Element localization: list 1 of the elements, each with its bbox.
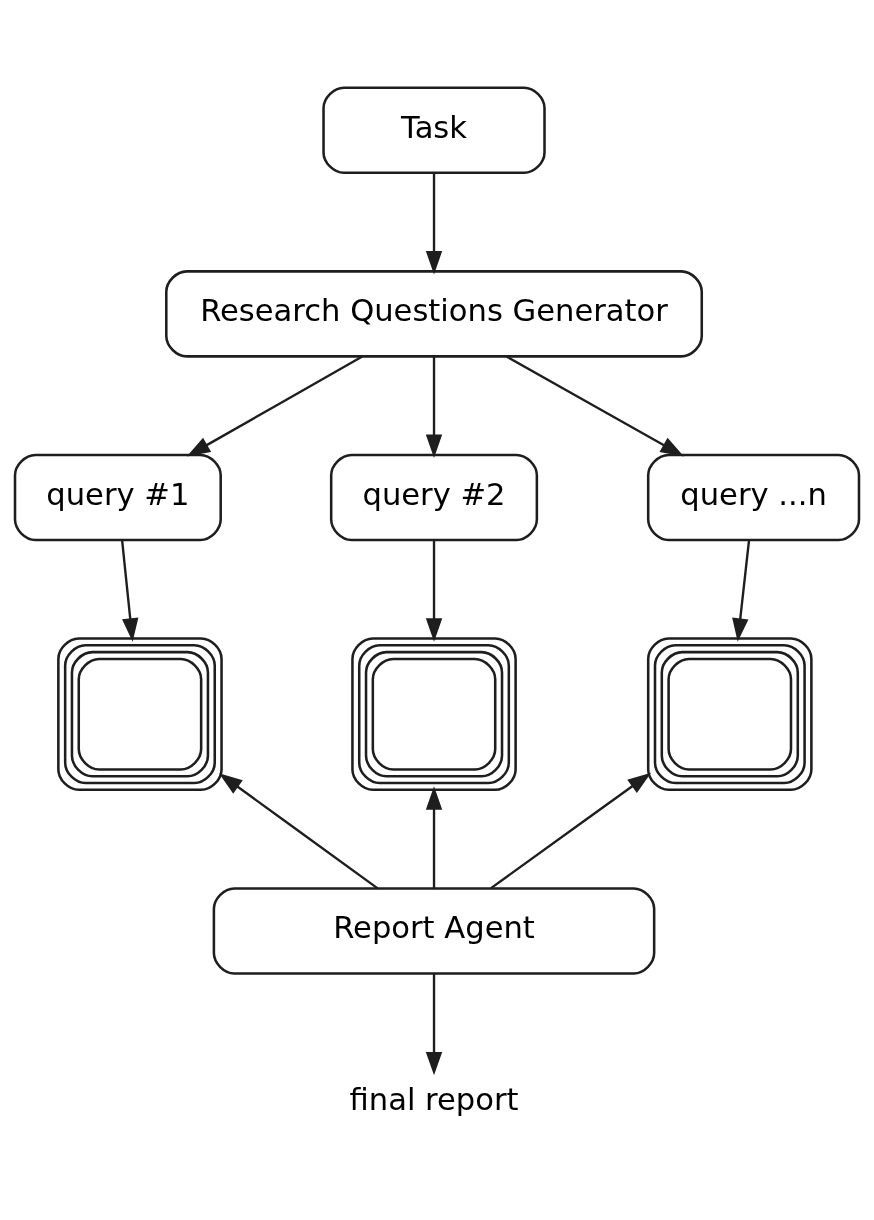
node-text: final report [349, 1081, 519, 1117]
